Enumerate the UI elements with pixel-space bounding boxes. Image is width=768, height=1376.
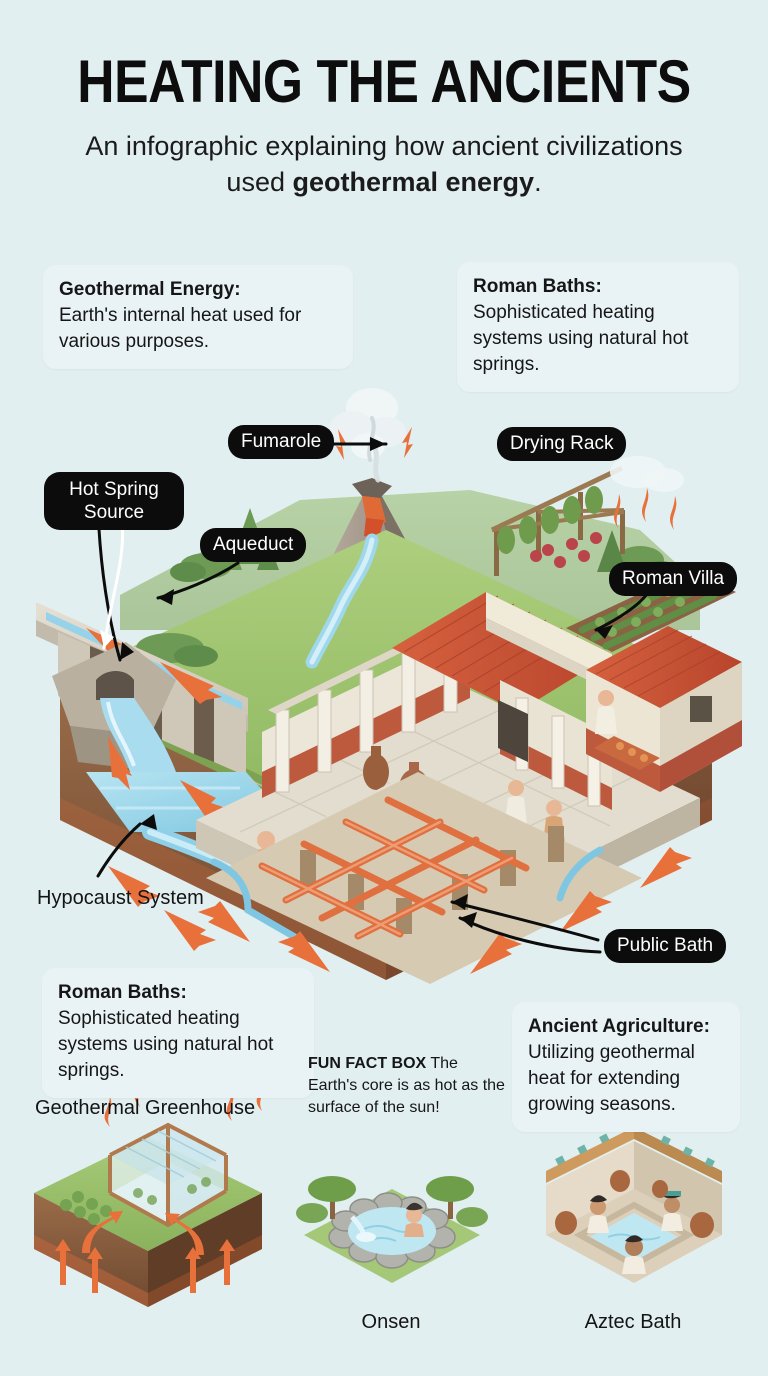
bather xyxy=(587,1195,609,1233)
card-title: Roman Baths: xyxy=(473,276,602,297)
card-body: Sophisticated heating systems using natu… xyxy=(473,302,689,375)
main-illustration xyxy=(36,388,742,984)
label-drying-rack: Drying Rack xyxy=(497,427,627,461)
heat-arrow-icon xyxy=(614,488,677,530)
callout-card-roman-baths-bottom: Roman Baths: Sophisticated heating syste… xyxy=(42,968,314,1098)
label-onsen: Onsen xyxy=(361,1311,421,1333)
bather xyxy=(622,1235,646,1274)
bather xyxy=(406,1207,422,1223)
fun-fact-box: FUN FACT BOX The Earth's core is as hot … xyxy=(308,1053,506,1119)
card-body: Sophisticated heating systems using natu… xyxy=(58,1008,274,1081)
drying-rack xyxy=(490,465,625,576)
label-hot-spring-source: Hot Spring Source xyxy=(44,472,184,530)
greenhouse-panel xyxy=(34,1085,264,1307)
page-title: HEATING THE ANCIENTS xyxy=(77,48,691,115)
bather xyxy=(661,1191,683,1231)
roman-villa-main xyxy=(392,592,612,810)
label-roman-villa: Roman Villa xyxy=(609,562,738,596)
aztec-bath-panel xyxy=(546,1127,722,1283)
tree xyxy=(426,1176,474,1219)
callout-card-geothermal: Geothermal Energy: Earth's internal heat… xyxy=(43,265,353,369)
label-aztec-bath: Aztec Bath xyxy=(584,1311,682,1333)
header: HEATING THE ANCIENTS An infographic expl… xyxy=(0,0,768,200)
bush xyxy=(296,1203,328,1223)
page-subtitle: An infographic explaining how ancient ci… xyxy=(0,128,768,200)
tree xyxy=(308,1176,356,1219)
onsen-panel xyxy=(296,1176,488,1283)
label-public-bath: Public Bath xyxy=(604,929,727,963)
side-villa xyxy=(586,626,742,792)
card-title: Ancient Agriculture: xyxy=(528,1016,710,1037)
bottom-panels xyxy=(34,1085,722,1307)
subtitle-text-2: . xyxy=(534,167,542,197)
fun-fact-title: FUN FACT BOX xyxy=(308,1055,427,1072)
bush xyxy=(456,1207,488,1227)
subtitle-text-1: An infographic explaining how ancient ci… xyxy=(85,131,683,197)
card-title: Geothermal Energy: xyxy=(59,279,241,300)
steam-plume xyxy=(330,388,406,483)
card-body: Utilizing geothermal heat for extending … xyxy=(528,1042,695,1115)
bush xyxy=(174,645,218,667)
flow-arrow-icon xyxy=(108,736,226,819)
label-aqueduct: Aqueduct xyxy=(200,528,307,562)
callout-card-roman-baths-top: Roman Baths: Sophisticated heating syste… xyxy=(457,262,739,392)
card-body: Earth's internal heat used for various p… xyxy=(59,305,302,352)
label-fumarole: Fumarole xyxy=(228,425,335,459)
fun-fact-body: The Earth's core is as hot as the surfac… xyxy=(308,1055,505,1116)
label-geothermal-greenhouse: Geothermal Greenhouse xyxy=(35,1097,256,1119)
figure xyxy=(598,690,614,706)
callout-card-ancient-agriculture: Ancient Agriculture: Utilizing geotherma… xyxy=(512,1002,740,1132)
card-title: Roman Baths: xyxy=(58,982,187,1003)
pot xyxy=(555,1170,714,1238)
subtitle-emphasis: geothermal energy xyxy=(292,167,535,197)
label-hypocaust-system: Hypocaust System xyxy=(37,887,204,909)
